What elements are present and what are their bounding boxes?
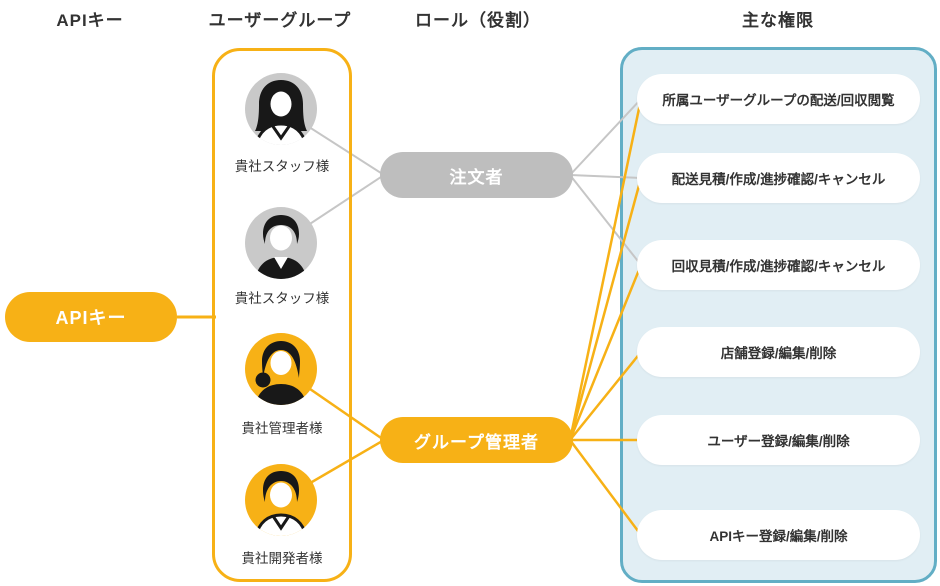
api-key-node: APIキー bbox=[5, 292, 177, 342]
permission-item: APIキー登録/編集/削除 bbox=[637, 510, 920, 560]
member-avatar-staff-1 bbox=[245, 73, 317, 145]
member-avatar-developer bbox=[245, 464, 317, 536]
permission-item: 店舗登録/編集/削除 bbox=[637, 327, 920, 377]
permission-item: 配送見積/作成/進捗確認/キャンセル bbox=[637, 153, 920, 203]
member-label-developer: 貴社開発者様 bbox=[241, 551, 323, 566]
permission-item: 所属ユーザーグループの配送/回収閲覧 bbox=[637, 74, 920, 124]
permission-item: 回収見積/作成/進捗確認/キャンセル bbox=[637, 240, 920, 290]
role-group-admin-pill: グループ管理者 bbox=[380, 417, 573, 463]
column-header-role: ロール（役割） bbox=[415, 11, 541, 30]
member-avatar-admin bbox=[245, 333, 317, 405]
column-header-api-key: APIキー bbox=[56, 11, 124, 30]
user-group-box bbox=[212, 48, 352, 582]
column-header-user-group: ユーザーグループ bbox=[208, 11, 352, 30]
person-male-icon bbox=[245, 207, 317, 279]
person-female-bun-icon bbox=[245, 333, 317, 405]
permissions-panel bbox=[620, 47, 937, 583]
role-orderer-pill: 注文者 bbox=[380, 152, 573, 198]
member-label-staff-2: 貴社スタッフ様 bbox=[234, 291, 330, 306]
member-label-staff-1: 貴社スタッフ様 bbox=[234, 159, 330, 174]
member-avatar-staff-2 bbox=[245, 207, 317, 279]
member-label-admin: 貴社管理者様 bbox=[241, 421, 323, 436]
person-female-icon bbox=[245, 73, 317, 145]
column-header-permissions: 主な権限 bbox=[742, 11, 814, 30]
permission-item: ユーザー登録/編集/削除 bbox=[637, 415, 920, 465]
person-male-shirt-icon bbox=[245, 464, 317, 536]
